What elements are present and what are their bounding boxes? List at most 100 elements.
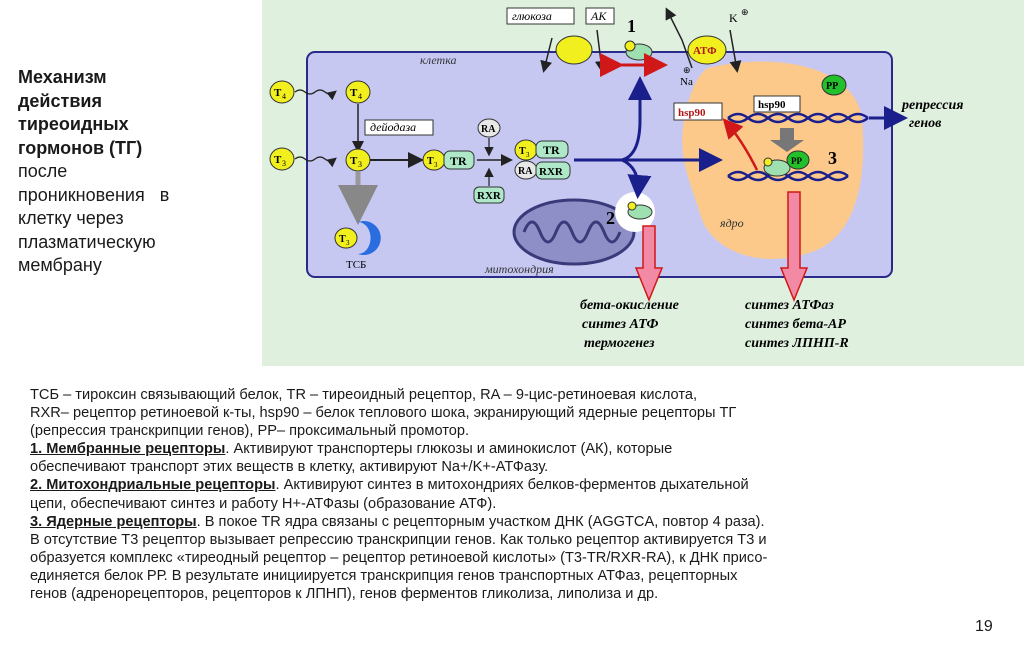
num-2: 2	[606, 208, 615, 228]
legend-line: В отсутствие Т3 рецептор вызывает репрес…	[30, 531, 767, 548]
legend-line: (репрессия транскрипции генов), PP– прок…	[30, 423, 470, 440]
atpase-pump	[687, 35, 727, 65]
complex-rxr-label: RXR	[539, 166, 564, 178]
na-label: Na	[680, 76, 693, 88]
t3-tr-t3-label: T	[427, 156, 434, 167]
pathway-to-mito	[621, 158, 652, 199]
t3-bound-sub: 3	[346, 239, 350, 247]
t3-inside-label: T	[350, 155, 358, 167]
rxr-block	[473, 186, 505, 204]
subtitle-line: мембрану	[18, 255, 102, 275]
t3-small	[624, 40, 636, 52]
mito-t3	[627, 201, 637, 211]
k-plus-sign: ⊕	[741, 7, 749, 17]
k-in-arrow	[729, 29, 742, 73]
nucleus-label: ядро	[719, 216, 744, 230]
pathway-to-membrane	[621, 76, 652, 162]
dna-lower-b	[727, 170, 849, 182]
membrane-receptors-section: 1. Мембранные рецепторы. Активируют тран…	[30, 440, 995, 458]
tsb-crescent	[358, 221, 381, 255]
section-heading: 3. Ядерные рецепторы	[30, 513, 197, 530]
title-line: действия	[18, 90, 102, 111]
subtitle-line: плазматическую	[18, 231, 156, 252]
glucose-box	[506, 7, 575, 25]
repression-line-2: генов	[909, 116, 942, 131]
mito-outcome-1: бета-окисление	[580, 298, 679, 313]
complex-t3-sub: 3	[526, 151, 530, 159]
section-heading: 1. Мембранные рецепторы	[30, 441, 226, 458]
legend-line: генов (адренорецепторов, рецепторов к ЛП…	[30, 586, 659, 603]
page-number: 19	[975, 618, 993, 635]
hsp90-red-label: hsp90	[678, 107, 706, 119]
nuclear-outcome-3: синтез ЛПНП-R	[745, 336, 849, 351]
hsp90-box	[753, 95, 801, 113]
glucose-label: глюкоза	[512, 9, 552, 23]
legend-text: ТСБ – тироксин связывающий белок, TR – т…	[30, 386, 995, 603]
section-heading: 2. Митохондриальные рецепторы	[30, 477, 276, 494]
section-text: . В покое TR ядра связаны с рецепторным …	[196, 513, 765, 530]
tr-label: TR	[450, 154, 467, 168]
pp-lower-label: PP	[791, 156, 802, 166]
tsb-label: ТСБ	[346, 259, 366, 271]
complex-tr-label: TR	[543, 143, 560, 157]
mito-outcome-3: термогенез	[584, 336, 655, 351]
t3-outside-sub: 3	[282, 159, 286, 168]
t4-outside	[269, 80, 295, 104]
t4-outside-label: T	[274, 87, 282, 99]
rxr-label: RXR	[477, 190, 502, 202]
subtitle-line: проникновения в	[18, 184, 170, 205]
nuclear-receptors-section: 3. Ядерные рецепторы. В покое TR ядра св…	[30, 513, 995, 531]
legend-line: образуется комплекс «тиреодный рецептор …	[30, 549, 768, 566]
tr-block	[443, 150, 475, 170]
glucose-transporter	[555, 35, 593, 65]
glucose-in-arrow	[540, 37, 553, 73]
ra-label: RA	[481, 124, 496, 135]
legend-line: цепи, обеспечивают синтез и работу H+-АТ…	[30, 495, 497, 512]
atf-label: АТФ	[693, 45, 717, 57]
t3-bound-label: T	[339, 234, 346, 245]
na-plus-sign: ⊕	[683, 65, 691, 75]
side-title: Механизм действия тиреоидных гормонов (Т…	[18, 66, 248, 278]
section-text: . Активируют синтез в митохондриях белко…	[275, 477, 749, 494]
title-line: Механизм	[18, 67, 107, 87]
pp-upper	[821, 74, 847, 96]
num-1: 1	[627, 16, 636, 36]
mito-label: митохондрия	[484, 262, 554, 276]
complex-t3-label: T	[519, 146, 526, 157]
mito-outcome-2: синтез АТФ	[582, 317, 658, 332]
cell-label: клетка	[420, 53, 457, 67]
complex-rxr	[535, 161, 571, 180]
mito-cristae	[522, 220, 622, 244]
dna-upper-b	[727, 112, 869, 124]
t4-inside	[345, 80, 371, 104]
subtitle-line: клетку через	[18, 208, 124, 228]
complex-tr	[535, 140, 569, 159]
nucleus-output-arrow	[779, 191, 809, 302]
subtitle-line: после	[18, 161, 68, 181]
nuclear-outcome-1: синтез АТФаз	[745, 298, 834, 313]
deiodase-box	[364, 119, 434, 136]
t3-entry-wave	[294, 156, 337, 168]
mito-receptors-section: 2. Митохондриальные рецепторы. Активирую…	[30, 476, 995, 494]
ra-bubble	[477, 118, 501, 138]
legend-line: RXR– рецептор ретиноевой к-ты, hsp90 – б…	[30, 405, 737, 422]
repression-line-1: репрессия	[901, 98, 963, 113]
t3-bound	[334, 227, 358, 249]
t3-inside-sub: 3	[358, 160, 362, 169]
num-3: 3	[828, 148, 837, 168]
t4-entry-wave	[294, 89, 337, 101]
t4-inside-label: T	[350, 87, 358, 99]
t4-inside-sub: 4	[358, 92, 362, 101]
t3-outside-label: T	[274, 154, 282, 166]
hsp90-release-arrow	[722, 118, 759, 171]
ak-label: АК	[590, 9, 607, 23]
tg-mechanism-diagram: клетка ядро митохондрия глюкоза АК АТФ 1…	[262, 0, 1024, 366]
nuclear-t3	[763, 157, 773, 167]
legend-line: обеспечивают транспорт этих веществ в кл…	[30, 459, 549, 476]
gray-down-arrow	[770, 128, 804, 152]
hsp90-red-box	[673, 102, 723, 121]
complex-ra-label: RA	[518, 166, 533, 177]
na-out-arrow	[665, 7, 693, 69]
ak-box	[585, 7, 615, 25]
k-label: K	[729, 11, 738, 25]
